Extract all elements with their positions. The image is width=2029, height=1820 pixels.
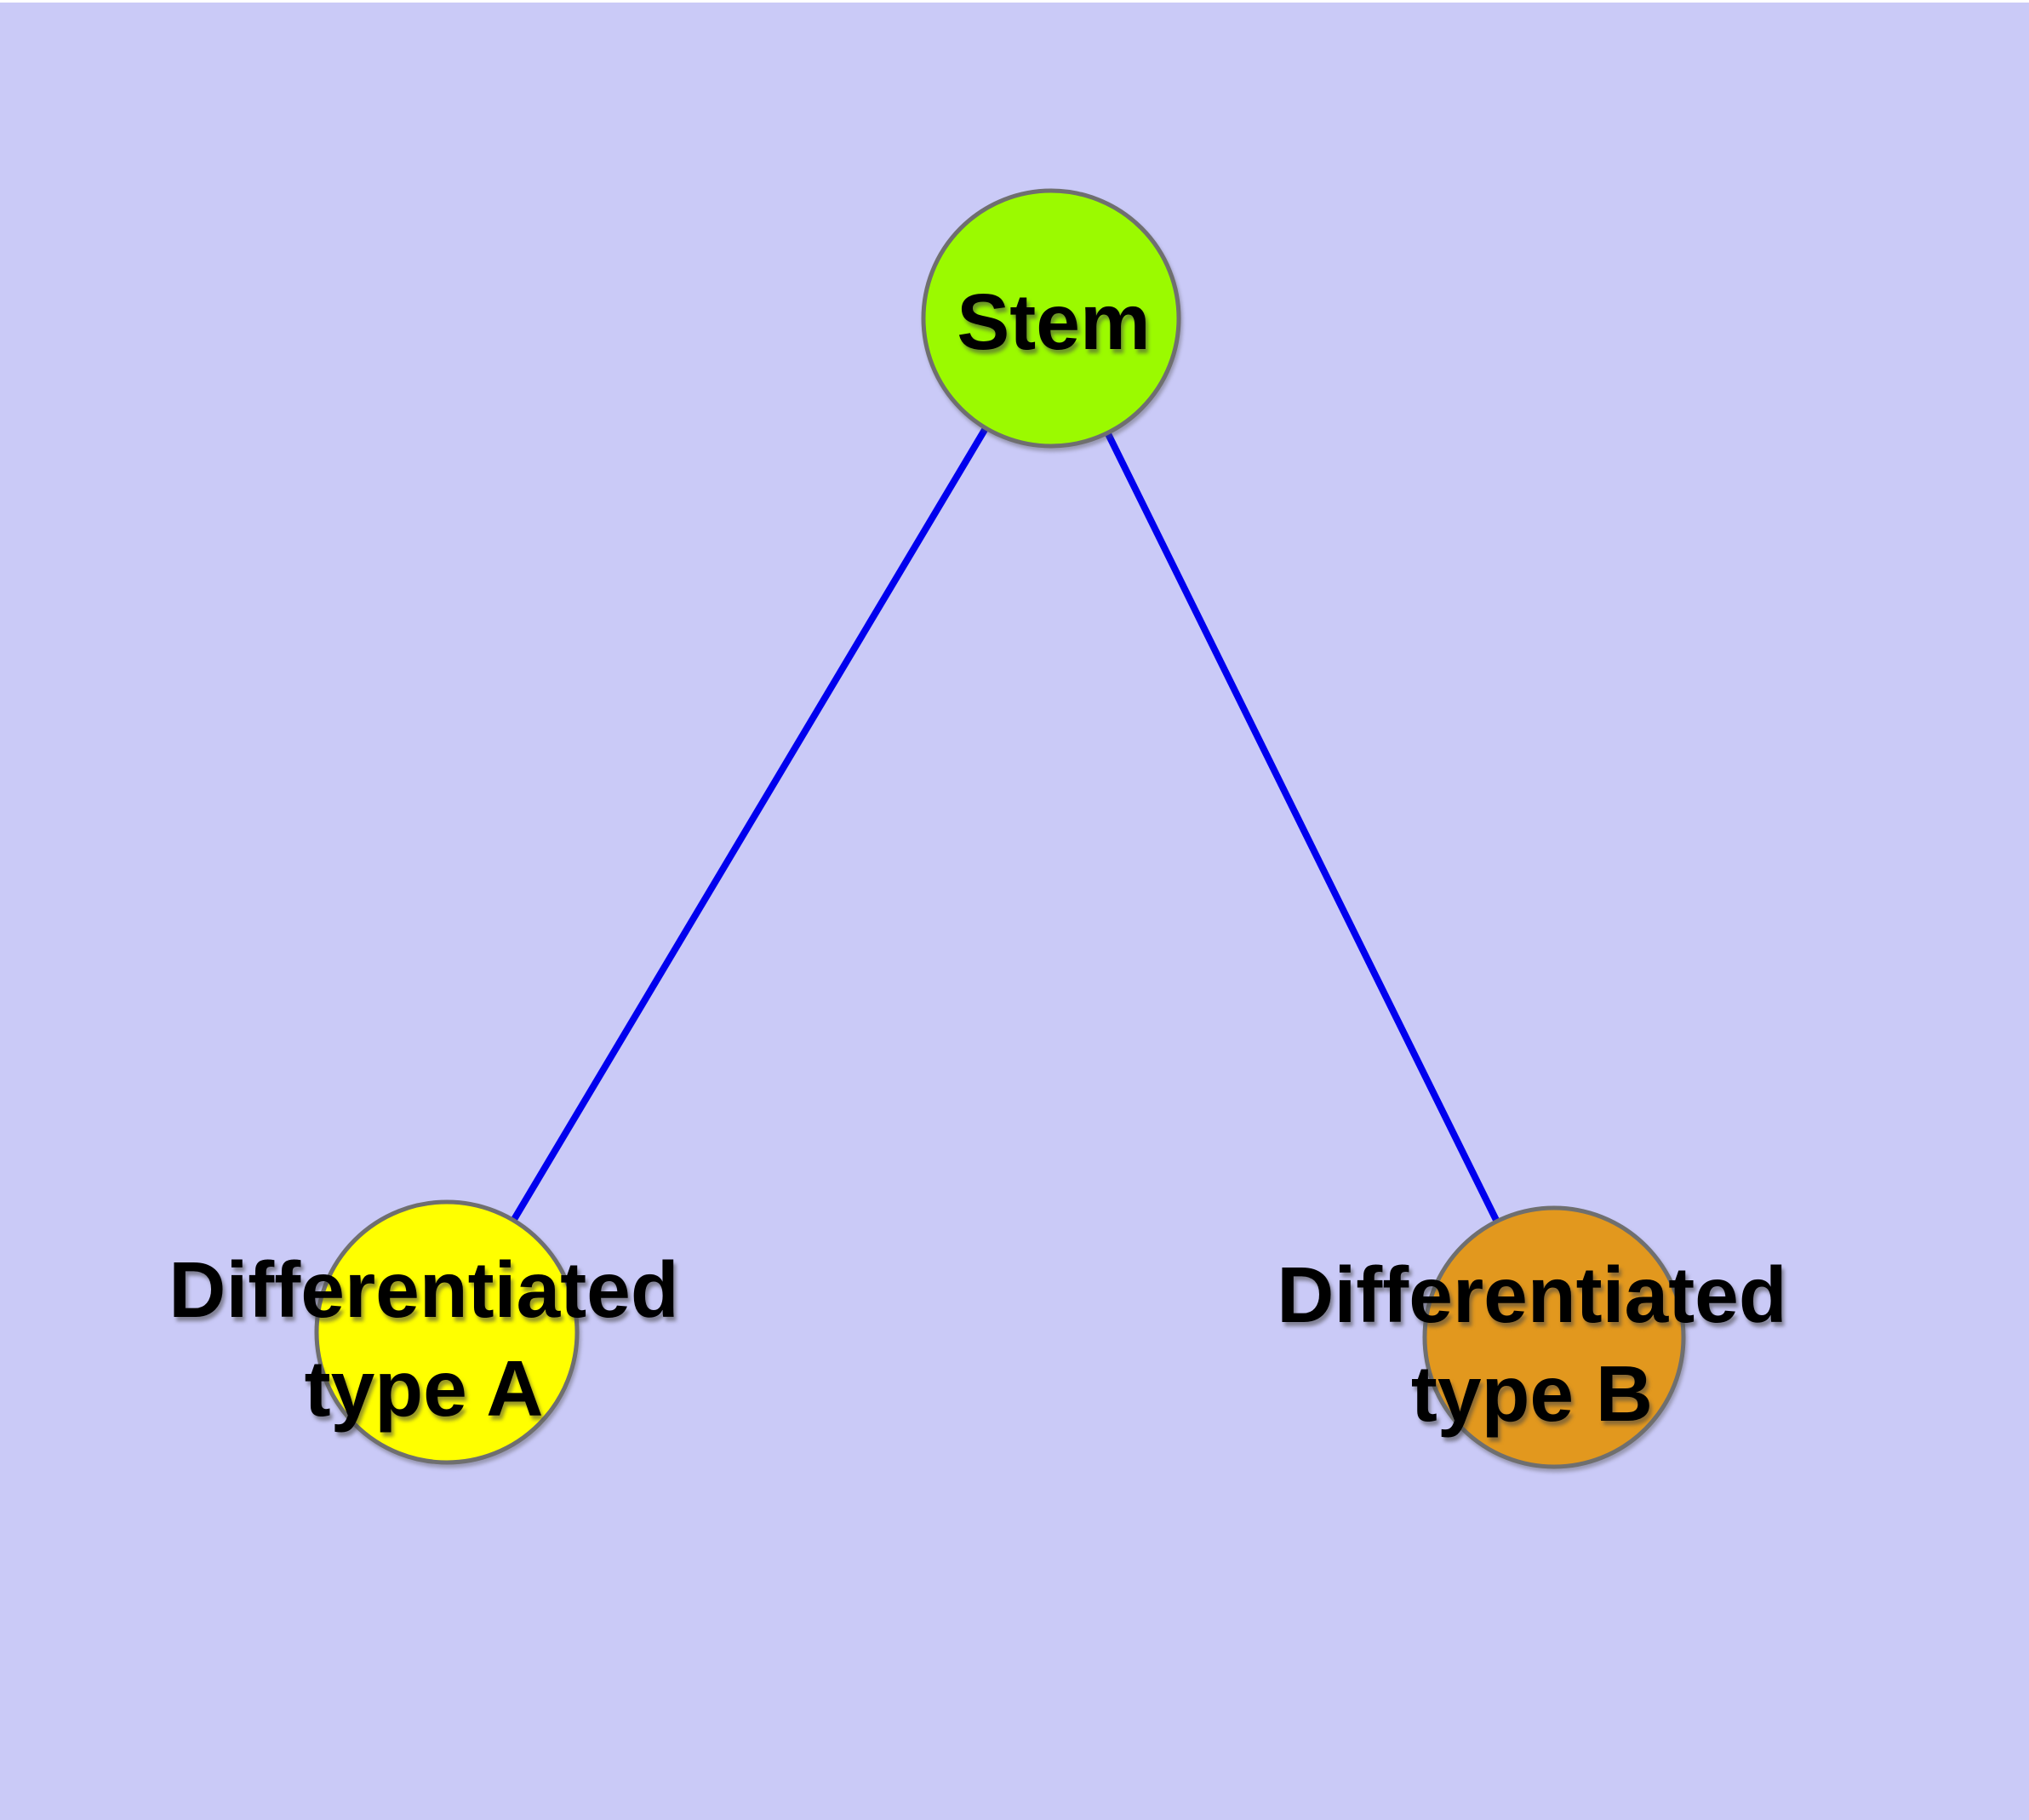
node-differentiated-type-a (314, 1199, 580, 1465)
node-type-a-label-line1: Differentiated (169, 1245, 678, 1334)
node-type-a-label-line2: type A (305, 1344, 544, 1433)
node-stem (921, 188, 1181, 449)
node-type-b-label-line2: type B (1411, 1349, 1653, 1438)
node-stem-label: Stem (957, 278, 1150, 366)
edge-stem-to-type-a (443, 316, 1055, 1335)
node-type-b-label-line1: Differentiated (1277, 1251, 1786, 1339)
node-differentiated-type-b (1422, 1205, 1686, 1469)
edge-stem-to-type-b (1048, 317, 1557, 1339)
